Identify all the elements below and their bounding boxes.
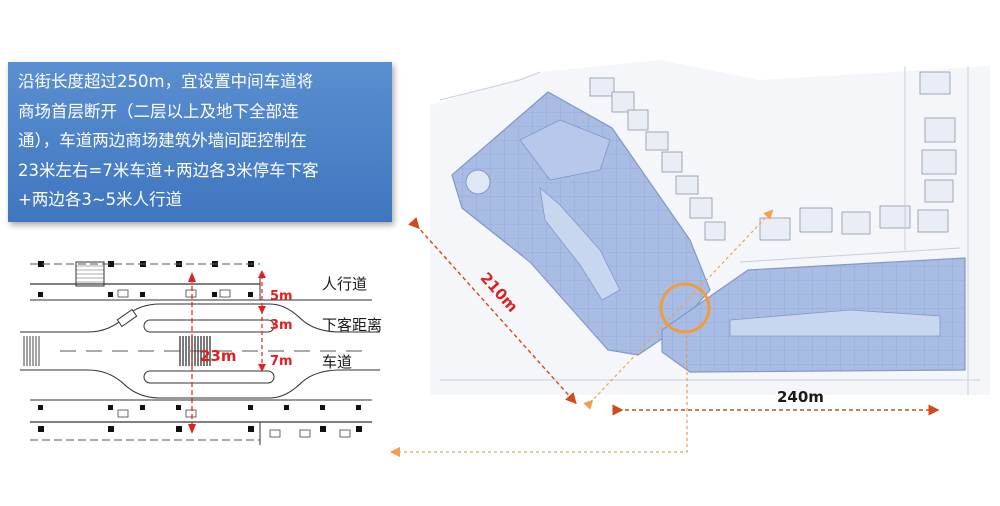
callout-line: 商场首层断开（二层以上及地下全部连: [18, 101, 299, 121]
callout-line: 23米左右=7米车道+两边各3米停车下客: [18, 160, 319, 180]
description-callout: 沿街长度超过250m，宜设置中间车道将 商场首层断开（二层以上及地下全部连 通）…: [8, 62, 392, 222]
callout-line: 沿街长度超过250m，宜设置中间车道将: [18, 72, 314, 91]
road-section-plan: [20, 261, 380, 445]
sidewalk-dim: 5m: [270, 289, 293, 304]
callout-line: 通），车道两边商场建筑外墙间距控制在: [18, 131, 307, 150]
lane-dim: 7m: [270, 354, 293, 369]
dropoff-label: 下客距离: [322, 316, 382, 334]
dropoff-dim: 3m: [270, 318, 293, 333]
right-length-label: 240m: [777, 388, 824, 406]
sidewalk-label: 人行道: [322, 275, 367, 293]
callout-line: +两边各3~5米人行道: [18, 190, 183, 209]
section-dimensions: 23m 5m 3m 7m 人行道 下客距离 车道: [188, 270, 382, 434]
site-plan: [430, 60, 990, 395]
lane-label: 车道: [322, 353, 352, 371]
connector-line: [389, 330, 688, 458]
total-width-label: 23m: [200, 347, 237, 365]
